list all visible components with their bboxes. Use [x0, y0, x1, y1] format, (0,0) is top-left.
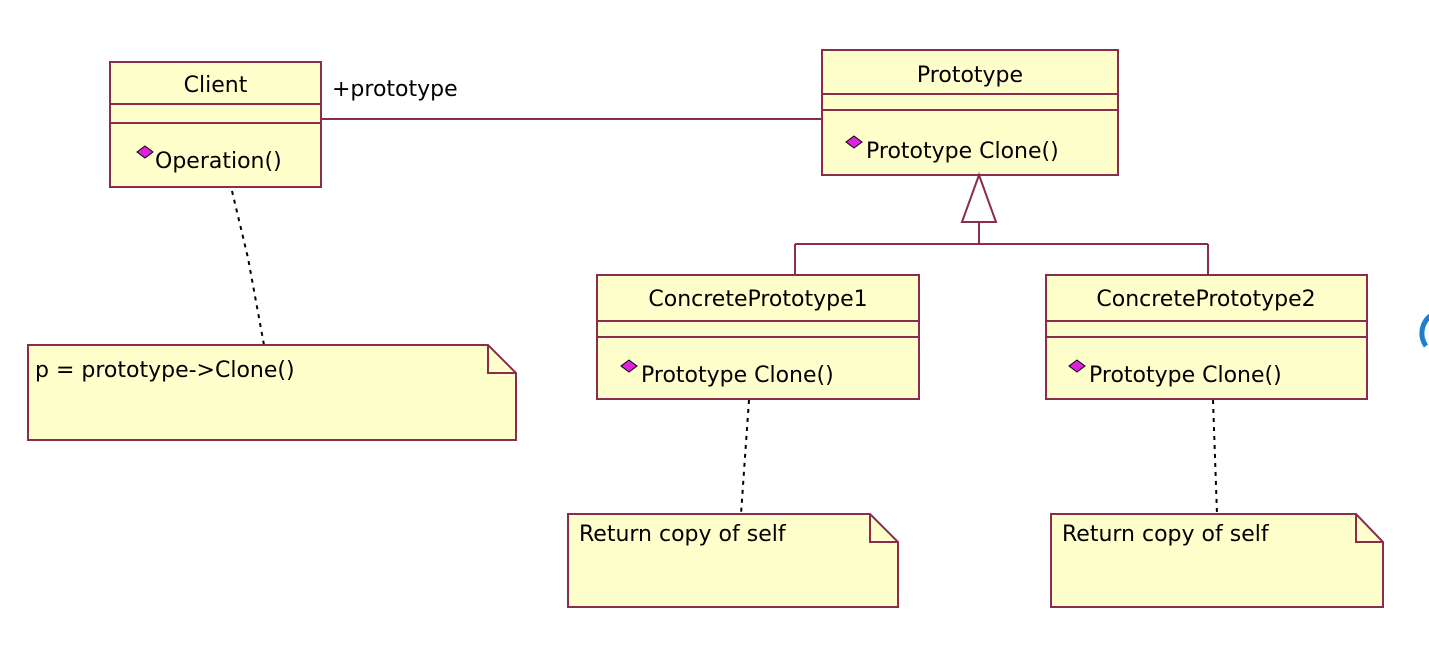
note-client-text: p = prototype->Clone()	[35, 358, 295, 383]
note-concrete-prototype-2[interactable]: Return copy of self	[1050, 513, 1384, 608]
diamond-icon	[1068, 359, 1086, 373]
class-concrete-prototype-2[interactable]: ConcretePrototype2 Prototype Clone()	[1045, 274, 1368, 400]
class-concrete-prototype-1[interactable]: ConcretePrototype1 Prototype Clone()	[596, 274, 920, 400]
class-client-operation: Operation()	[155, 149, 282, 174]
class-concrete-prototype-2-operation: Prototype Clone()	[1089, 363, 1282, 388]
note-client[interactable]: p = prototype->Clone()	[27, 344, 517, 441]
note-concrete-prototype-1-text: Return copy of self	[579, 522, 787, 547]
class-concrete-prototype-1-name: ConcretePrototype1	[648, 287, 867, 312]
concrete2-note-connector	[1212, 399, 1218, 515]
note-concrete-prototype-1[interactable]: Return copy of self	[567, 513, 899, 608]
association-role-label: +prototype	[332, 77, 458, 102]
diamond-icon	[620, 359, 638, 373]
class-concrete-prototype-1-operation: Prototype Clone()	[641, 363, 834, 388]
note-concrete-prototype-2-text: Return copy of self	[1062, 522, 1270, 547]
diamond-icon	[136, 145, 154, 159]
client-note-connector	[231, 190, 265, 346]
concrete1-note-connector	[740, 399, 750, 515]
edge-arc-decoration	[1419, 313, 1429, 348]
class-prototype-name: Prototype	[917, 63, 1023, 88]
class-prototype-operation: Prototype Clone()	[866, 139, 1059, 164]
diamond-icon	[845, 135, 863, 149]
class-concrete-prototype-2-name: ConcretePrototype2	[1096, 287, 1315, 312]
class-client-name: Client	[184, 73, 248, 98]
class-prototype[interactable]: Prototype Prototype Clone()	[821, 49, 1119, 176]
hollow-triangle-arrow-icon	[960, 172, 998, 223]
class-client[interactable]: Client Operation()	[109, 61, 322, 188]
